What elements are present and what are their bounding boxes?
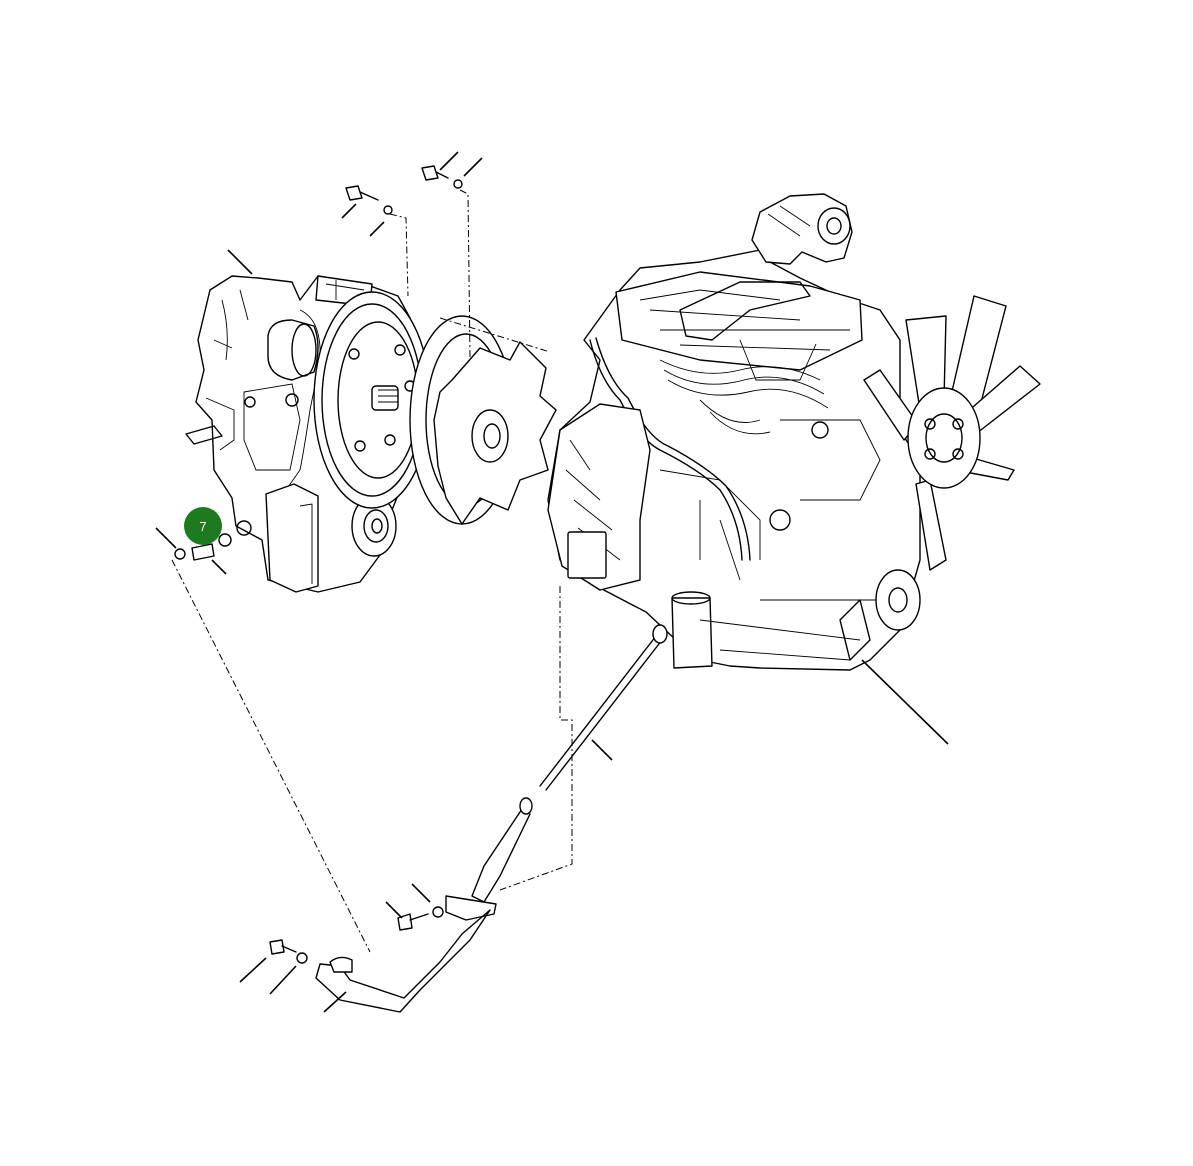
dipstick-tube xyxy=(315,624,668,1013)
drive-disc xyxy=(409,315,557,525)
callout-badge-7[interactable]: 7 xyxy=(184,507,222,545)
assembly-lines xyxy=(171,189,573,953)
leader-lines xyxy=(155,151,949,1013)
flywheel-assembly xyxy=(313,291,431,509)
engine-block xyxy=(547,193,921,671)
callout-label: 7 xyxy=(199,518,207,534)
engine-fan xyxy=(863,295,1041,631)
